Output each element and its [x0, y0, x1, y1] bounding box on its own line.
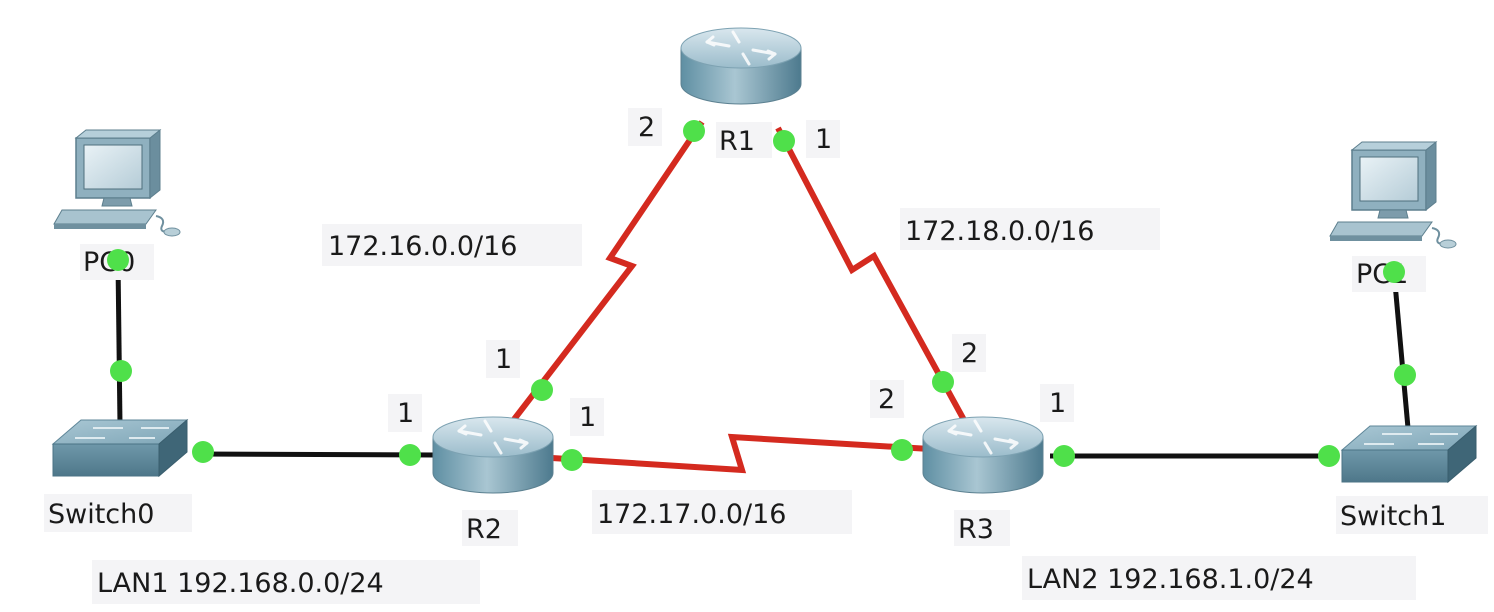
- router-r1[interactable]: [679, 26, 803, 106]
- network-label-lan1: LAN1 192.168.0.0/24: [97, 568, 384, 599]
- switch-icon: [52, 419, 188, 477]
- device-label-r1: R1: [719, 126, 755, 157]
- router-r3[interactable]: [921, 415, 1045, 495]
- port-up-indicator: [932, 371, 954, 393]
- port-label-r2-left: 1: [397, 398, 414, 429]
- serial-link-r1-r2[interactable]: [509, 120, 705, 424]
- pc-pc1[interactable]: [1329, 141, 1457, 249]
- device-label-switch1: Switch1: [1340, 501, 1446, 532]
- network-label-r1-r2: 172.16.0.0/16: [328, 231, 517, 262]
- router-icon: [431, 415, 555, 495]
- port-labels: 2 1 1 1 1 2 2 1: [388, 108, 1074, 436]
- switch-icon: [1341, 425, 1477, 483]
- port-up-indicator: [1053, 445, 1075, 467]
- port-up-indicator: [1383, 261, 1405, 283]
- pc-pc0[interactable]: [53, 129, 181, 237]
- port-up-indicator: [773, 130, 795, 152]
- port-up-indicator: [110, 360, 132, 382]
- links: [115, 120, 1411, 474]
- switch-switch0[interactable]: [52, 419, 188, 477]
- pc-icon: [53, 129, 181, 237]
- network-label-r2-r3: 172.17.0.0/16: [597, 499, 786, 530]
- port-label-r3-right: 1: [1049, 388, 1066, 419]
- network-labels: 172.16.0.0/16 172.18.0.0/16 172.17.0.0/1…: [92, 208, 1416, 604]
- ethernet-link-pc1-switch1[interactable]: [1391, 271, 1411, 429]
- device-labels: R1 R2 R3 PC0 PC1 Switch0 Switch1: [44, 122, 1488, 546]
- port-up-indicator: [683, 120, 705, 142]
- network-label-r1-r3: 172.18.0.0/16: [905, 216, 1094, 247]
- port-up-indicator: [891, 439, 913, 461]
- port-up-indicator: [1394, 364, 1416, 386]
- port-label-r3-top: 2: [961, 338, 978, 369]
- port-label-r2-top: 1: [495, 344, 512, 375]
- device-label-switch0: Switch0: [48, 499, 154, 530]
- port-up-indicator: [561, 449, 583, 471]
- device-label-r3: R3: [958, 514, 994, 545]
- serial-link-r1-r3[interactable]: [775, 126, 967, 422]
- router-r2[interactable]: [431, 415, 555, 495]
- switch-switch1[interactable]: [1341, 425, 1477, 483]
- network-label-lan2: LAN2 192.168.1.0/24: [1027, 564, 1314, 595]
- port-label-r1-left: 2: [638, 112, 655, 143]
- port-label-r1-right: 1: [815, 124, 832, 155]
- ethernet-link-pc0-switch0[interactable]: [115, 261, 123, 426]
- port-indicators: [107, 120, 1416, 471]
- port-up-indicator: [399, 444, 421, 466]
- port-up-indicator: [1318, 445, 1340, 467]
- port-up-indicator: [107, 249, 129, 271]
- router-icon: [921, 415, 1045, 495]
- pc-icon: [1329, 141, 1457, 249]
- device-label-r2: R2: [466, 514, 502, 545]
- serial-link-r2-r3[interactable]: [551, 433, 931, 474]
- port-up-indicator: [531, 379, 553, 401]
- port-label-r3-left: 2: [878, 384, 895, 415]
- port-label-r2-right: 1: [579, 402, 596, 433]
- port-up-indicator: [192, 441, 214, 463]
- ethernet-link-switch0-r2[interactable]: [195, 451, 437, 458]
- router-icon: [679, 26, 803, 106]
